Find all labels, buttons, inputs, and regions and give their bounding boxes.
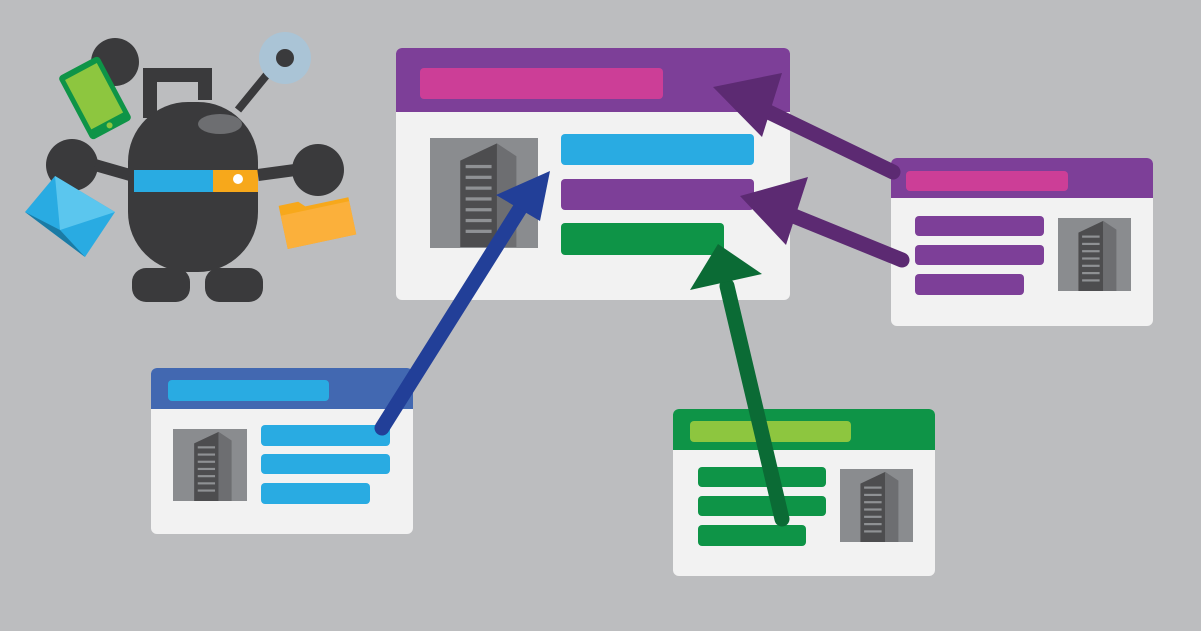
blue-source-field-2 [261, 454, 390, 474]
master-record-title-bar [420, 68, 663, 99]
master-field-blue [561, 134, 754, 165]
robot-upper-arm [143, 68, 212, 118]
robot-eye [233, 174, 243, 184]
gem-icon [25, 176, 115, 257]
green-merge-arrow [690, 244, 790, 527]
master-field-green [561, 223, 724, 255]
robot-right-claw [292, 144, 344, 196]
green-source-field-3 [698, 525, 806, 546]
purple-source-field-2 [915, 245, 1044, 265]
robot-highlight [198, 114, 242, 134]
blue-source-field-3 [261, 483, 370, 504]
blue-merge-arrow [374, 171, 550, 436]
blue-source-title-bar [168, 380, 329, 401]
purple-source-photo [1058, 218, 1131, 291]
green-source-title-bar [690, 421, 851, 442]
blue-source-card [151, 368, 413, 534]
building-icon [1078, 220, 1117, 291]
purple-merge-arrow-2 [740, 177, 910, 268]
master-field-purple [561, 179, 754, 210]
phone-icon [59, 56, 131, 140]
robot-left-foot [132, 268, 190, 302]
purple-merge-arrow-1 [713, 73, 901, 180]
robot-right-arm [257, 164, 296, 181]
purple-source-card [891, 158, 1153, 326]
robot-left-arm [93, 159, 132, 181]
blue-source-photo [173, 429, 247, 501]
green-source-card [673, 409, 935, 576]
robot-right-foot [205, 268, 263, 302]
robot-antenna-tip [276, 49, 294, 67]
purple-source-title-bar [906, 171, 1068, 191]
blue-source-field-1 [261, 425, 390, 446]
robot-left-claw [46, 139, 98, 191]
purple-source-field-1 [915, 216, 1044, 236]
green-source-photo [840, 469, 913, 542]
building-icon [860, 471, 899, 542]
robot-icon [25, 32, 357, 302]
building-icon [194, 431, 232, 501]
green-source-field-1 [698, 467, 826, 487]
folder-icon [278, 197, 357, 249]
purple-source-field-3 [915, 274, 1024, 295]
green-source-field-2 [698, 496, 826, 516]
